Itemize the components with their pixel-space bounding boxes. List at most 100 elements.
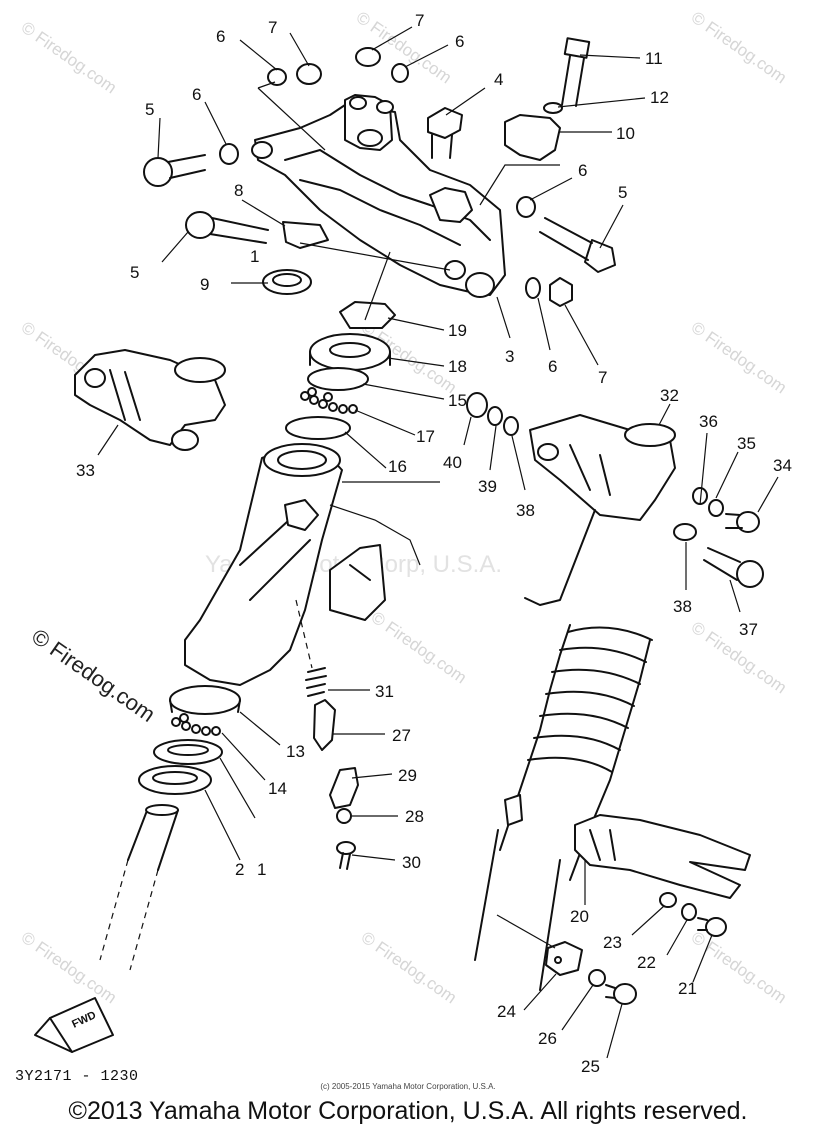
washer-39 <box>487 406 503 426</box>
callout: 30 <box>402 853 421 872</box>
parts-diagram: © Firedog.com © Firedog.com © Firedog.co… <box>18 8 792 1076</box>
watermark: © Firedog.com <box>688 318 790 398</box>
lock-27 <box>313 699 336 751</box>
callout: 40 <box>443 453 462 472</box>
callout: 6 <box>548 357 557 376</box>
small-copyright: (c) 2005-2015 Yamaha Motor Corporation, … <box>320 1082 496 1091</box>
callout: 31 <box>375 682 394 701</box>
steering-stem <box>99 804 179 971</box>
forward-indicator: FWD <box>34 997 114 1053</box>
callout: 6 <box>455 32 464 51</box>
callout: 22 <box>637 953 656 972</box>
callout: 5 <box>618 183 627 202</box>
upper-holder <box>504 114 561 161</box>
callout: 38 <box>673 597 692 616</box>
cable-guide-24 <box>496 914 583 976</box>
callout: 25 <box>581 1057 600 1076</box>
callout: 27 <box>392 726 411 745</box>
watermark: © Firedog.com <box>18 18 120 98</box>
watermark-dark: © Firedog.com <box>27 624 160 727</box>
callout: 7 <box>598 368 607 387</box>
nut-7 <box>296 63 322 85</box>
nut-7 <box>549 277 573 307</box>
washer-6 <box>219 143 239 165</box>
callout: 17 <box>416 427 435 446</box>
watermark: © Firedog.com <box>358 928 460 1008</box>
cone-1 <box>153 739 223 765</box>
steering-head <box>184 443 440 686</box>
footer-copyright: ©2013 Yamaha Motor Corporation, U.S.A. A… <box>68 1097 748 1125</box>
bolt-5 <box>185 211 269 244</box>
washer-35 <box>708 499 724 517</box>
callout: 38 <box>516 501 535 520</box>
race-13 <box>169 685 241 715</box>
callouts: 1 1 2 3 4 5 5 5 6 6 6 6 6 7 7 7 8 9 10 1… <box>76 11 792 1076</box>
front-fork <box>474 624 653 991</box>
callout: 23 <box>603 933 622 952</box>
washer-6 <box>525 277 541 299</box>
upper-bracket-assembly <box>251 94 506 298</box>
callout: 1 <box>250 247 259 266</box>
callout: 36 <box>699 412 718 431</box>
callout: 6 <box>216 27 225 46</box>
nut-7 <box>355 47 381 67</box>
washer-6 <box>516 196 536 218</box>
washer-38 <box>673 523 697 541</box>
callout: 16 <box>388 457 407 476</box>
spring-31 <box>305 667 327 697</box>
callout: 6 <box>192 85 201 104</box>
callout: 12 <box>650 88 669 107</box>
callout: 5 <box>145 100 154 119</box>
drawing-code: 3Y2171 - 1230 <box>15 1068 139 1085</box>
callout: 28 <box>405 807 424 826</box>
callout: 3 <box>505 347 514 366</box>
ball-bearings-14 <box>171 713 221 736</box>
callout: 20 <box>570 907 589 926</box>
callout: 21 <box>678 979 697 998</box>
leader-lines <box>97 26 779 1059</box>
ball-bearings-17 <box>300 387 358 414</box>
callout: 24 <box>497 1002 516 1021</box>
headlight-stay-33 <box>74 349 226 451</box>
washer-6 <box>267 68 287 86</box>
callout: 9 <box>200 275 209 294</box>
callout: 10 <box>616 124 635 143</box>
bolt-34 <box>725 511 760 533</box>
callout: 2 <box>235 860 244 879</box>
collar-40 <box>466 392 488 418</box>
callout: 32 <box>660 386 679 405</box>
watermark: © Firedog.com <box>688 928 790 1008</box>
callout: 8 <box>234 181 243 200</box>
bolt-37 <box>703 547 764 588</box>
callout: 33 <box>76 461 95 480</box>
headlight-stay-32 <box>524 414 676 606</box>
callout: 34 <box>773 456 792 475</box>
bolt-25 <box>605 983 637 1005</box>
bolt-5 <box>539 217 616 273</box>
bolt-4 <box>427 107 463 159</box>
bolt-5 <box>143 154 206 187</box>
callout: 37 <box>739 620 758 639</box>
callout: 1 <box>257 860 266 879</box>
bolt-11 <box>561 37 591 107</box>
cone-15 <box>307 367 369 391</box>
washer-22 <box>681 903 697 921</box>
washer-12 <box>543 102 563 114</box>
watermark: © Firedog.com <box>688 8 790 88</box>
screw-30 <box>336 841 356 870</box>
callout: 18 <box>448 357 467 376</box>
watermark: © Firedog.com <box>18 928 120 1008</box>
watermark: © Firedog.com <box>368 608 470 688</box>
race-16 <box>285 416 351 440</box>
callout: 35 <box>737 434 756 453</box>
callout: 13 <box>286 742 305 761</box>
spacer-8 <box>282 221 329 249</box>
race-18 <box>309 333 391 371</box>
callout: 4 <box>494 70 503 89</box>
washer-26 <box>588 969 606 987</box>
callout: 5 <box>130 263 139 282</box>
washer-38 <box>503 416 519 436</box>
callout: 7 <box>415 11 424 30</box>
fender-stay-20 <box>574 814 751 899</box>
callout: 6 <box>578 161 587 180</box>
